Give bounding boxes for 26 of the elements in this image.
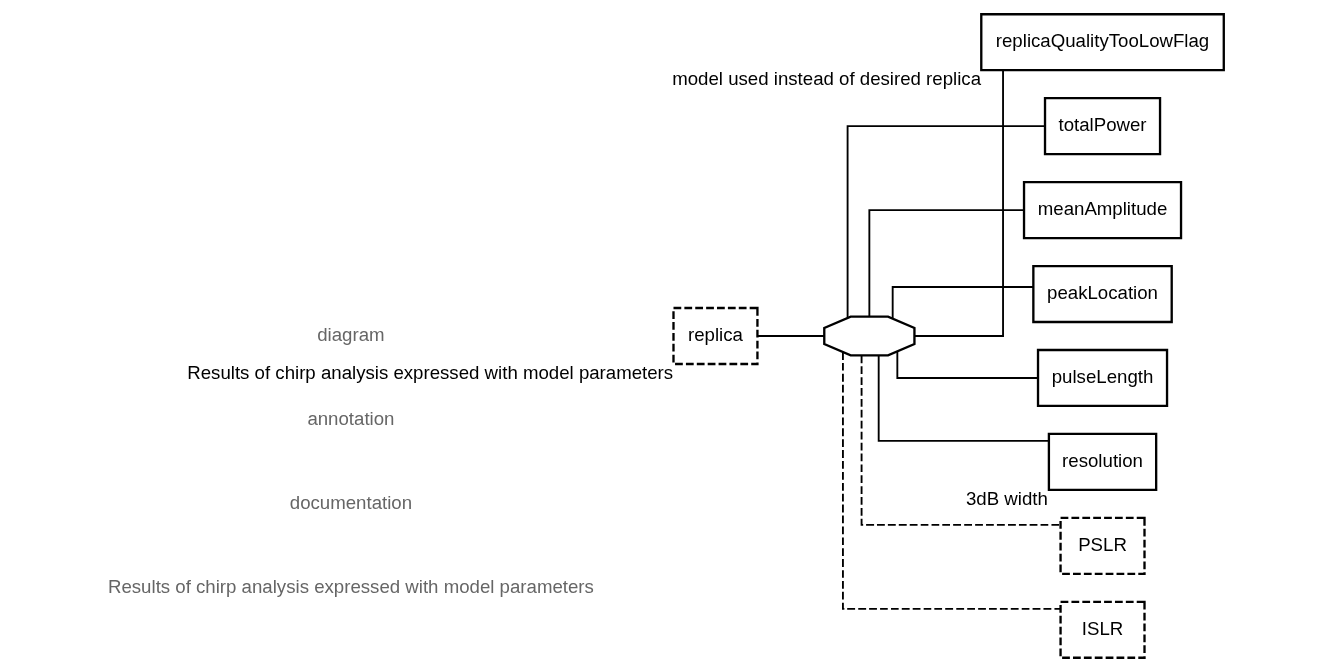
connector <box>842 351 1062 610</box>
connector <box>913 69 1004 337</box>
node-box: ISLR <box>1059 600 1146 659</box>
connector <box>846 125 1046 319</box>
node-box: meanAmplitude <box>1022 180 1183 240</box>
label: documentation <box>289 491 413 513</box>
connector <box>860 354 1061 526</box>
connector <box>877 354 1050 442</box>
label: annotation <box>307 407 395 429</box>
label: Results of chirp analysis expressed with model parameters <box>107 575 594 597</box>
node-label: model used instead of desired replica <box>672 68 982 90</box>
node-box: totalPower <box>1043 97 1162 156</box>
node-box: resolution <box>1047 432 1158 492</box>
node-label: 3dB width <box>965 487 1048 509</box>
node-box: replica <box>672 306 759 366</box>
node-box: PSLR <box>1059 516 1146 575</box>
connector <box>868 209 1025 318</box>
node-octagon <box>823 315 916 357</box>
connector <box>891 286 1035 320</box>
label: diagram <box>317 323 385 345</box>
connector <box>896 350 1039 379</box>
node-box: peakLocation <box>1032 264 1173 324</box>
node-box: pulseLength <box>1036 348 1169 408</box>
connector <box>756 335 826 337</box>
node-box: replicaQualityTooLowFlag <box>980 13 1225 72</box>
node-label: Results of chirp analysis expressed with model parameters <box>187 361 674 383</box>
